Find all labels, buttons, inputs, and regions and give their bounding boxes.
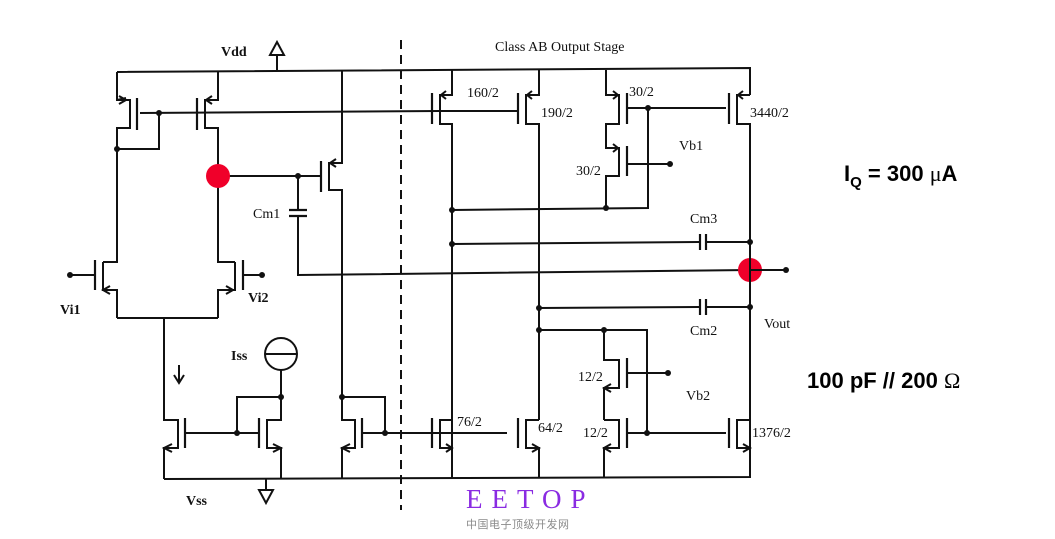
size-30-bottom: 30/2 <box>576 164 601 179</box>
quiescent-current-note: IQ = 300 μA <box>844 161 957 191</box>
vss-label: Vss <box>186 494 208 509</box>
micro-symbol: μ <box>929 161 942 186</box>
pmos-30-bottom <box>612 143 673 176</box>
nmos-64 <box>516 418 542 478</box>
vb2-label: Vb2 <box>686 389 710 404</box>
junction <box>536 327 542 333</box>
iq-symbol: I <box>844 161 851 186</box>
pmos-gate-bias-line <box>139 110 441 114</box>
size-190: 190/2 <box>541 106 573 121</box>
vss-rail <box>163 455 751 480</box>
iss-current-source-icon <box>264 337 298 396</box>
iq-value: = 300 <box>861 161 930 186</box>
load-value: 100 pF // 200 <box>807 368 944 393</box>
cm3-capacitor <box>449 234 753 250</box>
vdd-symbol-icon <box>268 39 286 70</box>
size-12-top: 12/2 <box>578 370 603 385</box>
pmos-mirror-left <box>116 72 139 150</box>
iq-unit: A <box>941 161 958 186</box>
size-76: 76/2 <box>457 415 482 430</box>
junction <box>449 207 455 213</box>
pmos-mirror-right <box>195 72 219 176</box>
ohm-symbol: Ω <box>943 368 961 393</box>
pmos-second-stage <box>319 70 343 270</box>
vdd-label: Vdd <box>221 45 247 60</box>
nmos-76 <box>430 418 454 478</box>
size-12-bottom: 12/2 <box>583 426 608 441</box>
nmos-12-top <box>601 330 671 420</box>
cm2-capacitor <box>536 299 753 315</box>
highlight-node-first-stage <box>206 164 230 188</box>
vout-terminal <box>783 267 789 273</box>
pmos-160 <box>430 70 453 478</box>
size-64: 64/2 <box>538 421 563 436</box>
pmos-3440 <box>727 90 751 455</box>
vdd-rail <box>116 66 751 95</box>
cm1-capacitor <box>289 176 751 277</box>
size-160: 160/2 <box>467 86 499 101</box>
pmos-190 <box>440 70 540 420</box>
cm3-label: Cm3 <box>690 212 717 227</box>
vout-label: Vout <box>764 317 790 332</box>
current-arrow-icon <box>173 365 185 385</box>
junction <box>156 110 162 116</box>
size-30-top: 30/2 <box>629 85 654 100</box>
watermark-brand: EETOP <box>466 484 595 514</box>
nmos-bias-diode <box>339 394 507 478</box>
vb1-label: Vb1 <box>679 139 703 154</box>
size-3440: 3440/2 <box>750 106 789 121</box>
size-1376: 1376/2 <box>752 426 791 441</box>
load-note: 100 pF // 200 Ω <box>807 368 960 394</box>
iss-label: Iss <box>231 349 248 364</box>
pmos-30-top <box>451 70 726 211</box>
nmos-1376 <box>727 418 753 477</box>
nmos-input-vi2 <box>217 260 265 318</box>
watermark-subtitle: 中国电子顶级开发网 <box>466 518 570 531</box>
iq-subscript: Q <box>850 174 862 191</box>
junction <box>603 205 609 211</box>
vi2-label: Vi2 <box>248 291 268 306</box>
cm2-label: Cm2 <box>690 324 717 339</box>
nmos-12-bottom <box>601 418 726 478</box>
nmos-input-vi1 <box>67 260 118 318</box>
class-ab-title: Class AB Output Stage <box>495 40 625 55</box>
vss-symbol-icon <box>257 478 275 506</box>
cm1-label: Cm1 <box>253 207 280 222</box>
nmos-tail-mirror <box>161 394 284 479</box>
junction <box>114 146 120 152</box>
vi1-label: Vi1 <box>60 303 80 318</box>
